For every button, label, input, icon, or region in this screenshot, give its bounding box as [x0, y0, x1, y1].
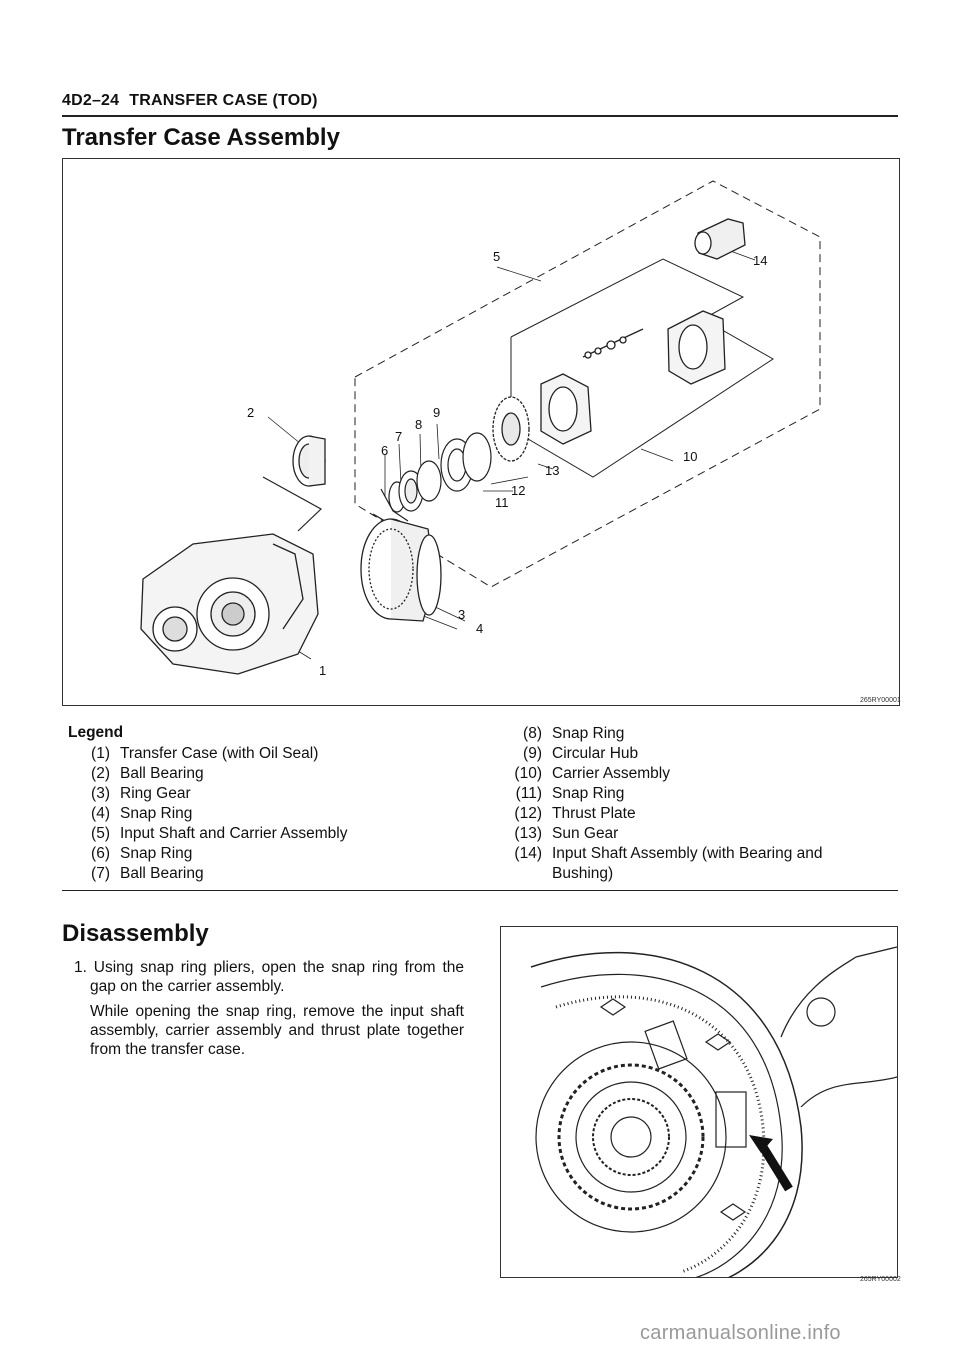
carrier-snap-ring-figure — [500, 926, 898, 1278]
callout-2: 2 — [247, 405, 254, 420]
step-text-continued: While opening the snap ring, remove the … — [90, 1003, 464, 1058]
legend-text: Ring Gear — [120, 785, 191, 802]
callout-12: 12 — [511, 483, 525, 498]
transfer-case-part — [140, 533, 319, 675]
page-header: 4D2–24 TRANSFER CASE (TOD) — [62, 92, 318, 110]
legend-right-column: (8) Snap Ring (9) Circular Hub (10) Carrier… — [494, 724, 854, 884]
legend-item: (2) Ball Bearing — [62, 764, 462, 784]
callout-1: 1 — [319, 663, 326, 678]
legend-num: (8) — [523, 725, 542, 742]
legend-item: (10) Carrier Assembly — [494, 764, 854, 784]
legend-num: (5) — [91, 825, 110, 842]
legend-num: (7) — [91, 865, 110, 882]
legend-num: (3) — [91, 785, 110, 802]
legend-num: (13) — [514, 825, 542, 842]
callout-8: 8 — [415, 417, 422, 432]
legend-item: (1) Transfer Case (with Oil Seal) — [62, 744, 462, 764]
arrow-indicator — [749, 1135, 793, 1192]
ball-bearing-part — [292, 435, 326, 487]
legend-num: (2) — [91, 765, 110, 782]
carrier-assembly-part — [540, 328, 644, 445]
callout-10: 10 — [683, 449, 697, 464]
legend-item: (5) Input Shaft and Carrier Assembly — [62, 824, 462, 844]
legend-num: (6) — [91, 845, 110, 862]
callout-7: 7 — [395, 429, 402, 444]
legend-rule — [62, 890, 898, 891]
legend-item: (7) Ball Bearing — [62, 864, 462, 884]
legend-num: (9) — [523, 745, 542, 762]
legend-item: (14) Input Shaft Assembly (with Bearing a… — [494, 844, 854, 884]
legend-title: Legend — [68, 724, 124, 741]
legend-text: Sun Gear — [552, 825, 619, 842]
snap-ring-group — [388, 432, 492, 513]
carrier-snap-ring-drawing — [530, 946, 897, 1277]
sun-gear-part — [492, 396, 530, 462]
callout-9: 9 — [433, 405, 440, 420]
legend-text: Snap Ring — [552, 725, 625, 742]
callout-labels: 1 2 3 4 5 6 7 8 9 10 11 12 13 14 — [247, 249, 767, 678]
legend-text: Thrust Plate — [552, 805, 636, 822]
legend-num: (12) — [514, 805, 542, 822]
legend-num: (4) — [91, 805, 110, 822]
legend-num: (14) — [514, 845, 542, 862]
legend-item: (12) Thrust Plate — [494, 804, 854, 824]
legend-item: (8) Snap Ring — [494, 724, 854, 744]
legend-num: (1) — [91, 745, 110, 762]
page-code: 4D2–24 — [62, 92, 120, 109]
legend-item: (13) Sun Gear — [494, 824, 854, 844]
disassembly-step-1: 1. Using snap ring pliers, open the snap… — [74, 958, 464, 1065]
header-title: TRANSFER CASE (TOD) — [129, 92, 318, 109]
legend-item: (9) Circular Hub — [494, 744, 854, 764]
ring-gear-part — [360, 518, 442, 622]
legend-num: (10) — [514, 765, 542, 782]
callout-4: 4 — [476, 621, 483, 636]
callout-3: 3 — [458, 607, 465, 622]
legend-item: (11) Snap Ring — [494, 784, 854, 804]
legend-text: Ball Bearing — [120, 865, 204, 882]
callout-14: 14 — [753, 253, 767, 268]
exploded-view-figure: 1 2 3 4 5 6 7 8 9 10 11 12 13 14 — [62, 158, 900, 706]
legend-item: (6) Snap Ring — [62, 844, 462, 864]
legend-text: Transfer Case (with Oil Seal) — [120, 745, 319, 762]
legend-text: Input Shaft Assembly (with Bearing and B… — [552, 845, 823, 882]
legend-item: (4) Snap Ring — [62, 804, 462, 824]
callout-11: 11 — [495, 495, 509, 510]
legend-text: Input Shaft and Carrier Assembly — [120, 825, 348, 842]
header-rule — [62, 115, 898, 117]
legend-text: Snap Ring — [120, 845, 193, 862]
legend-text: Snap Ring — [120, 805, 193, 822]
legend-num: (11) — [515, 785, 542, 802]
section-title: Transfer Case Assembly — [62, 124, 340, 151]
watermark: carmanualsonline.info — [640, 1322, 841, 1344]
disassembly-title: Disassembly — [62, 920, 209, 947]
legend-text: Ball Bearing — [120, 765, 204, 782]
callout-13: 13 — [545, 463, 559, 478]
figure1-ref: 265RY00001 — [860, 697, 901, 704]
exploded-view-drawing: 1 2 3 4 5 6 7 8 9 10 11 12 13 14 — [140, 180, 821, 678]
legend-text: Snap Ring — [552, 785, 625, 802]
input-shaft-part — [667, 218, 746, 385]
step-text: 1. Using snap ring pliers, open the snap… — [74, 959, 464, 995]
callout-6: 6 — [381, 443, 388, 458]
legend-item: (3) Ring Gear — [62, 784, 462, 804]
legend-left-column: (1) Transfer Case (with Oil Seal) (2) Ball… — [62, 744, 462, 884]
legend-text: Carrier Assembly — [552, 765, 670, 782]
figure2-ref: 265RY00002 — [860, 1276, 901, 1283]
callout-5: 5 — [493, 249, 500, 264]
legend-text: Circular Hub — [552, 745, 639, 762]
